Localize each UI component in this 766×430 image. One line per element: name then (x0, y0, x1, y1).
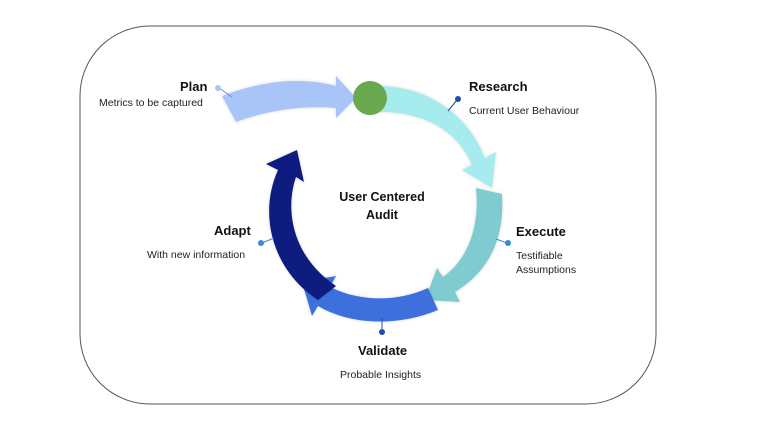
execute-title: Execute (516, 224, 566, 239)
plan-title: Plan (180, 79, 208, 94)
center-label-line1: User Centered (339, 190, 425, 204)
research-connector (447, 96, 461, 112)
plan-subtitle: Metrics to be captured (99, 97, 203, 109)
plan-connector (215, 85, 233, 98)
execute-arrow (425, 188, 503, 302)
center-label-line2: Audit (366, 208, 398, 222)
execute-subtitle-line1: Testifiable (516, 250, 563, 262)
validate-subtitle: Probable Insights (340, 369, 422, 381)
adapt-title: Adapt (214, 223, 251, 238)
validate-arrow (302, 276, 438, 322)
research-arrow (372, 85, 496, 188)
diagram-frame (79, 25, 657, 405)
research-title: Research (469, 79, 528, 94)
research-subtitle: Current User Behaviour (469, 105, 580, 117)
adapt-connector (258, 237, 275, 246)
adapt-arrow (266, 150, 336, 300)
execute-subtitle-line2: Assumptions (516, 264, 577, 276)
cycle-hub-circle (353, 81, 387, 115)
plan-arrow (222, 76, 356, 122)
center-label: User Centered Audit (322, 190, 442, 222)
validate-title: Validate (358, 343, 408, 358)
adapt-subtitle: With new information (147, 249, 246, 261)
execute-connector (495, 238, 511, 246)
validate-connector (379, 318, 385, 335)
